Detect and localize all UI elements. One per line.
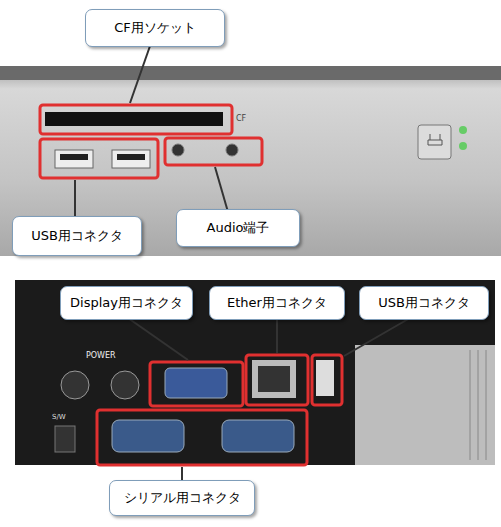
callout-text: CF用ソケット <box>114 20 196 36</box>
switch-marking: S/W <box>52 414 66 421</box>
callout-box: CF用ソケット <box>85 9 225 47</box>
leader-line <box>344 318 410 356</box>
power-icon <box>428 134 442 145</box>
usb-port-inner <box>60 154 88 160</box>
ps2-port <box>61 371 89 399</box>
highlight-frame <box>150 362 243 406</box>
heat-fins <box>355 345 495 465</box>
slot-marking: CF <box>236 115 246 123</box>
audio-jack <box>226 144 238 156</box>
callout-text: シリアル用コネクタ <box>124 490 241 506</box>
callout-text: USB用コネクタ <box>378 295 470 311</box>
callout-text: Audio端子 <box>207 220 270 236</box>
highlight-frame <box>165 138 262 165</box>
usb-port <box>112 150 150 168</box>
highlight-frame <box>97 410 307 465</box>
highlight-frame <box>40 139 158 178</box>
led <box>459 126 467 134</box>
audio-jack <box>172 144 184 156</box>
power-switch <box>55 426 75 452</box>
serial-port <box>222 420 294 452</box>
usb-port <box>55 150 93 168</box>
port-marking: POWER <box>86 352 116 360</box>
rear-panel <box>15 280 495 465</box>
leader-line <box>74 180 76 216</box>
leader-line <box>128 318 188 360</box>
callout-text: Ether用コネクタ <box>227 295 327 311</box>
cf-slot <box>45 112 223 126</box>
fin-lines <box>470 350 486 460</box>
leader-line <box>215 167 228 212</box>
ethernet-socket <box>258 366 290 392</box>
callout-text: Display用コネクタ <box>70 295 183 311</box>
callout-box: シリアル用コネクタ <box>109 480 255 516</box>
highlight-frame <box>312 355 342 405</box>
leader-line <box>130 46 150 103</box>
callout-box: USB用コネクタ <box>12 216 142 256</box>
callout-box: Ether用コネクタ <box>209 286 345 320</box>
vga-port <box>165 368 227 398</box>
leader-line <box>276 318 278 353</box>
callout-text: USB用コネクタ <box>31 228 123 244</box>
power-button <box>418 125 451 159</box>
highlight-frame <box>40 105 232 134</box>
ps2-port <box>111 371 139 399</box>
callout-box: Display用コネクタ <box>60 286 193 320</box>
highlight-frame <box>246 355 308 405</box>
usb-port-inner <box>117 154 145 160</box>
callout-box: USB用コネクタ <box>359 286 489 320</box>
callout-box: Audio端子 <box>176 209 300 247</box>
usb-port <box>316 360 334 396</box>
front-panel <box>0 66 501 256</box>
ethernet-port <box>252 360 296 398</box>
case-top <box>0 66 501 80</box>
led <box>459 142 467 150</box>
serial-port <box>112 420 184 452</box>
